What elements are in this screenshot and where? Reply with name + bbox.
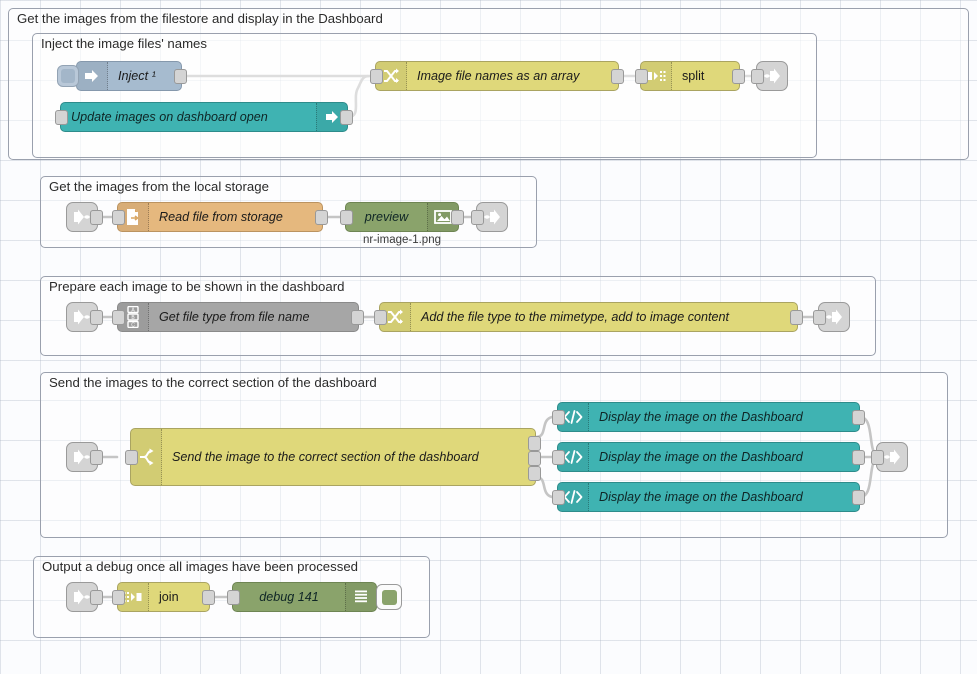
port-out[interactable] xyxy=(90,310,103,325)
link-out-icon xyxy=(484,209,500,225)
node-inject[interactable]: Inject ¹ xyxy=(57,61,187,91)
port-in[interactable] xyxy=(374,310,387,325)
node-send-switch-label: Send the image to the correct section of… xyxy=(172,450,479,464)
port-in[interactable] xyxy=(55,110,68,125)
node-debug-label: debug 141 xyxy=(259,590,319,604)
port-in[interactable] xyxy=(552,450,565,465)
port-in[interactable] xyxy=(552,410,565,425)
code-icon xyxy=(558,483,589,511)
port-out[interactable] xyxy=(90,210,103,225)
node-read-file[interactable]: Read file from storage xyxy=(112,202,328,232)
port-in[interactable] xyxy=(125,450,138,465)
group-inject[interactable]: Inject the image files' names xyxy=(32,33,817,158)
port-in[interactable] xyxy=(340,210,353,225)
node-image-file-names[interactable]: Image file names as an array xyxy=(370,61,624,91)
node-preview[interactable]: preview xyxy=(340,202,464,232)
group-prepare-label: Prepare each image to be shown in the da… xyxy=(49,279,345,294)
port-out[interactable] xyxy=(790,310,803,325)
port-out-2[interactable] xyxy=(528,451,541,466)
port-out[interactable] xyxy=(174,69,187,84)
node-get-file-type-label: Get file type from file name xyxy=(159,310,310,324)
port-out[interactable] xyxy=(852,450,865,465)
link-in-node-3[interactable] xyxy=(66,442,103,472)
port-out[interactable] xyxy=(351,310,364,325)
link-in-node-2[interactable] xyxy=(66,302,103,332)
port-out[interactable] xyxy=(852,490,865,505)
port-out-3[interactable] xyxy=(528,466,541,481)
link-in-node-4[interactable] xyxy=(66,582,103,612)
port-out-1[interactable] xyxy=(528,436,541,451)
port-out[interactable] xyxy=(611,69,624,84)
port-in[interactable] xyxy=(751,69,764,84)
port-out[interactable] xyxy=(340,110,353,125)
node-update-images[interactable]: Update images on dashboard open xyxy=(55,102,353,132)
node-display-1[interactable]: Display the image on the Dashboard xyxy=(552,402,865,432)
node-inject-label: Inject ¹ xyxy=(118,69,156,83)
group-send-label: Send the images to the correct section o… xyxy=(49,375,377,390)
node-preview-sublabel: nr-image-1.png xyxy=(363,234,441,246)
link-out-icon xyxy=(826,309,842,325)
link-out-node-2[interactable] xyxy=(471,202,508,232)
port-in[interactable] xyxy=(370,69,383,84)
node-image-file-names-label: Image file names as an array xyxy=(417,69,580,83)
node-display-2[interactable]: Display the image on the Dashboard xyxy=(552,442,865,472)
node-update-images-label: Update images on dashboard open xyxy=(71,110,268,124)
node-add-mimetype[interactable]: Add the file type to the mimetype, add t… xyxy=(374,302,803,332)
port-out[interactable] xyxy=(90,590,103,605)
link-out-icon xyxy=(884,449,900,465)
port-in[interactable] xyxy=(112,310,125,325)
port-in[interactable] xyxy=(871,450,884,465)
group-inject-label: Inject the image files' names xyxy=(41,36,207,51)
port-out[interactable] xyxy=(202,590,215,605)
node-display-1-label: Display the image on the Dashboard xyxy=(599,410,803,424)
node-preview-label: preview xyxy=(364,210,409,224)
port-in[interactable] xyxy=(635,69,648,84)
link-in-node-1[interactable] xyxy=(66,202,103,232)
link-in-icon xyxy=(74,589,90,605)
node-get-file-type[interactable]: A B C Get file type from file name xyxy=(112,302,364,332)
link-out-node-1[interactable] xyxy=(751,61,788,91)
node-display-2-label: Display the image on the Dashboard xyxy=(599,450,803,464)
inject-arrow-icon xyxy=(77,62,108,90)
node-join[interactable]: join xyxy=(112,582,215,612)
port-in[interactable] xyxy=(227,590,240,605)
node-display-3[interactable]: Display the image on the Dashboard xyxy=(552,482,865,512)
svg-text:A: A xyxy=(131,307,135,313)
node-display-3-label: Display the image on the Dashboard xyxy=(599,490,803,504)
node-split-label: split xyxy=(682,69,705,83)
port-out[interactable] xyxy=(315,210,328,225)
svg-text:B: B xyxy=(131,315,135,321)
node-join-label: join xyxy=(159,590,179,604)
node-split[interactable]: split xyxy=(635,61,745,91)
group-outer-label: Get the images from the filestore and di… xyxy=(17,11,383,26)
node-debug[interactable]: debug 141 xyxy=(227,582,402,612)
link-out-icon xyxy=(764,68,780,84)
group-debug-label: Output a debug once all images have been… xyxy=(42,559,358,574)
link-in-icon xyxy=(74,209,90,225)
port-out[interactable] xyxy=(90,450,103,465)
port-in[interactable] xyxy=(471,210,484,225)
debug-toggle-indicator xyxy=(381,589,397,605)
node-send-switch[interactable]: Send the image to the correct section of… xyxy=(125,428,541,486)
node-read-file-label: Read file from storage xyxy=(159,210,283,224)
port-in[interactable] xyxy=(552,490,565,505)
debug-list-icon xyxy=(345,583,376,611)
port-out[interactable] xyxy=(732,69,745,84)
inject-trigger-inner xyxy=(61,69,75,83)
node-add-mimetype-label: Add the file type to the mimetype, add t… xyxy=(421,310,730,324)
port-in[interactable] xyxy=(112,210,125,225)
group-storage-label: Get the images from the local storage xyxy=(49,179,269,194)
link-in-icon xyxy=(74,449,90,465)
debug-toggle-button[interactable] xyxy=(376,584,402,610)
port-in[interactable] xyxy=(112,590,125,605)
port-out[interactable] xyxy=(451,210,464,225)
svg-text:C: C xyxy=(131,322,135,328)
link-in-icon xyxy=(74,309,90,325)
link-out-node-4[interactable] xyxy=(871,442,908,472)
port-out[interactable] xyxy=(852,410,865,425)
link-out-node-3[interactable] xyxy=(813,302,850,332)
port-in[interactable] xyxy=(813,310,826,325)
inject-trigger-button[interactable] xyxy=(57,65,79,87)
